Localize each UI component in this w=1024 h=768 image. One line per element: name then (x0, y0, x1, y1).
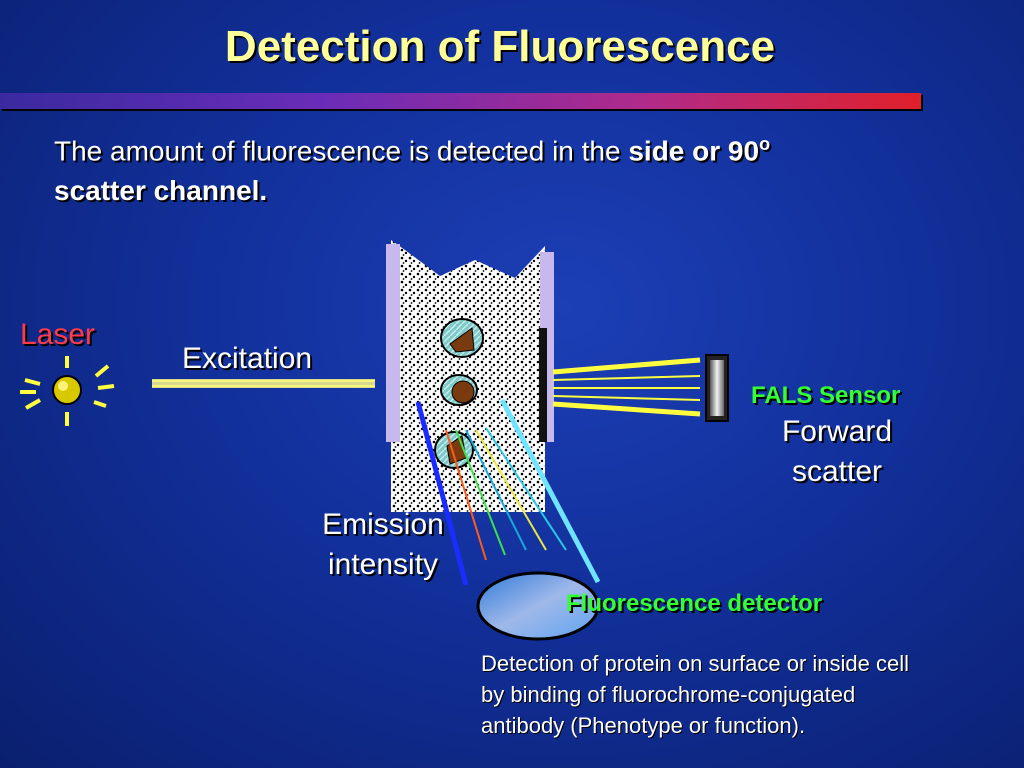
forward-scatter-beams (552, 357, 701, 417)
laser-label: Laser (20, 318, 96, 351)
fals-sensor-icon (705, 354, 729, 422)
cell-icon (440, 374, 478, 406)
intro-bold: side or 90 (628, 135, 760, 167)
laser-source-icon (20, 356, 115, 426)
description-line3: antibody (Phenotype or function). (481, 713, 806, 738)
forward-scatter-line2: scatter (791, 455, 883, 488)
slide-title: Detection of Fluorescence (224, 22, 776, 71)
flow-cell (386, 240, 554, 512)
emission-line1: Emission (322, 508, 444, 541)
intro-degree: o (759, 134, 771, 154)
cell-icon (440, 318, 484, 358)
emission-line2: intensity (327, 548, 439, 581)
forward-scatter-line1: Forward (781, 415, 893, 448)
excitation-label: Excitation (182, 342, 313, 375)
intro-bold-2: scatter channel. (54, 175, 268, 207)
fals-sensor-label: FALS Sensor (751, 382, 901, 409)
intro-plain: The amount of fluorescence is detected i… (54, 135, 629, 167)
emission-intensity-label: Emission intensity (303, 505, 463, 585)
intro-text: The amount of fluorescence is detected i… (54, 124, 974, 211)
fluorescence-detector-label: Fluorescence detector (566, 590, 823, 617)
emission-rays (415, 398, 601, 586)
forward-scatter-label: Forward scatter (760, 412, 914, 492)
description-line1: Detection of protein on surface or insid… (481, 651, 910, 676)
title-divider (0, 93, 921, 109)
lens-detector-icon (476, 571, 600, 641)
cell-icon (434, 431, 474, 469)
detection-description: Detection of protein on surface or insid… (481, 648, 1001, 741)
description-line2: by binding of fluorochrome-conjugated (481, 682, 856, 707)
excitation-beam (152, 379, 375, 388)
